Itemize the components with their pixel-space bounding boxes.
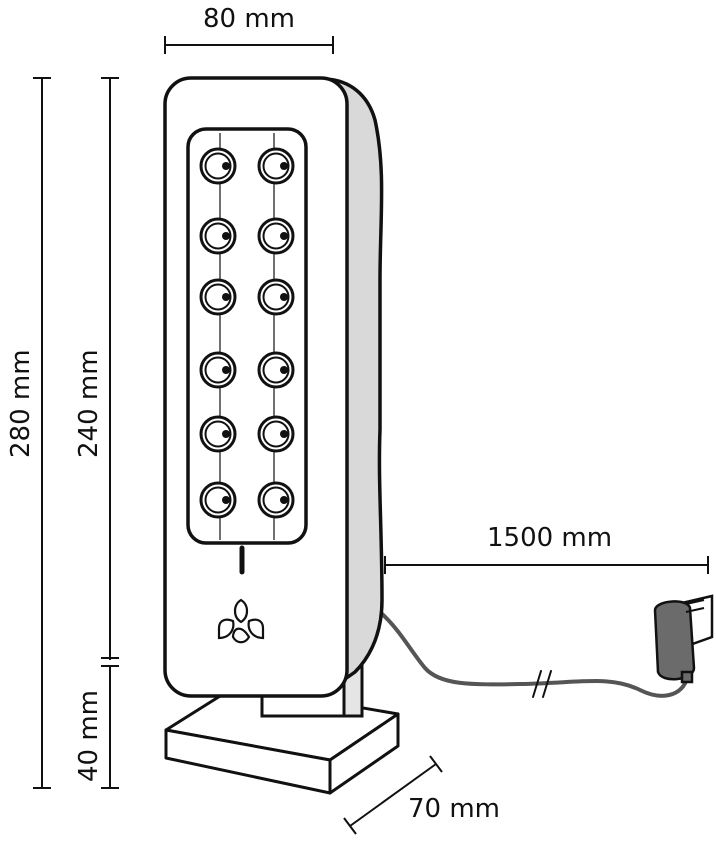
- total-height-label: 280 mm: [6, 349, 36, 458]
- dimension-lines: [33, 36, 709, 835]
- base-depth-dim-line: [349, 763, 437, 827]
- mist-nozzle-icon: [257, 147, 295, 185]
- mist-nozzle-icon: [257, 278, 295, 316]
- body-height-label: 240 mm: [74, 349, 104, 458]
- mist-nozzle-icon: [257, 481, 295, 519]
- mist-nozzle-icon: [199, 278, 237, 316]
- mist-nozzle-icon: [257, 351, 295, 389]
- power-cable: [378, 610, 690, 698]
- base-depth-label: 70 mm: [408, 794, 501, 824]
- nozzle-guides: [219, 133, 275, 540]
- mist-nozzle-icon: [199, 147, 237, 185]
- mist-nozzle-icon: [199, 217, 237, 255]
- mist-nozzle-icon: [199, 351, 237, 389]
- width-label: 80 mm: [203, 4, 296, 34]
- mist-nozzle-icon: [257, 415, 295, 453]
- cable-length-label: 1500 mm: [487, 523, 613, 553]
- base-height-label: 40 mm: [74, 689, 104, 782]
- power-adapter-icon: [653, 594, 714, 684]
- nozzle-grid: [199, 147, 295, 519]
- three-leaf-logo-icon: [217, 598, 265, 644]
- mist-nozzle-icon: [199, 415, 237, 453]
- mist-nozzle-panel: [186, 127, 308, 545]
- mist-nozzle-icon: [199, 481, 237, 519]
- mist-nozzle-icon: [257, 217, 295, 255]
